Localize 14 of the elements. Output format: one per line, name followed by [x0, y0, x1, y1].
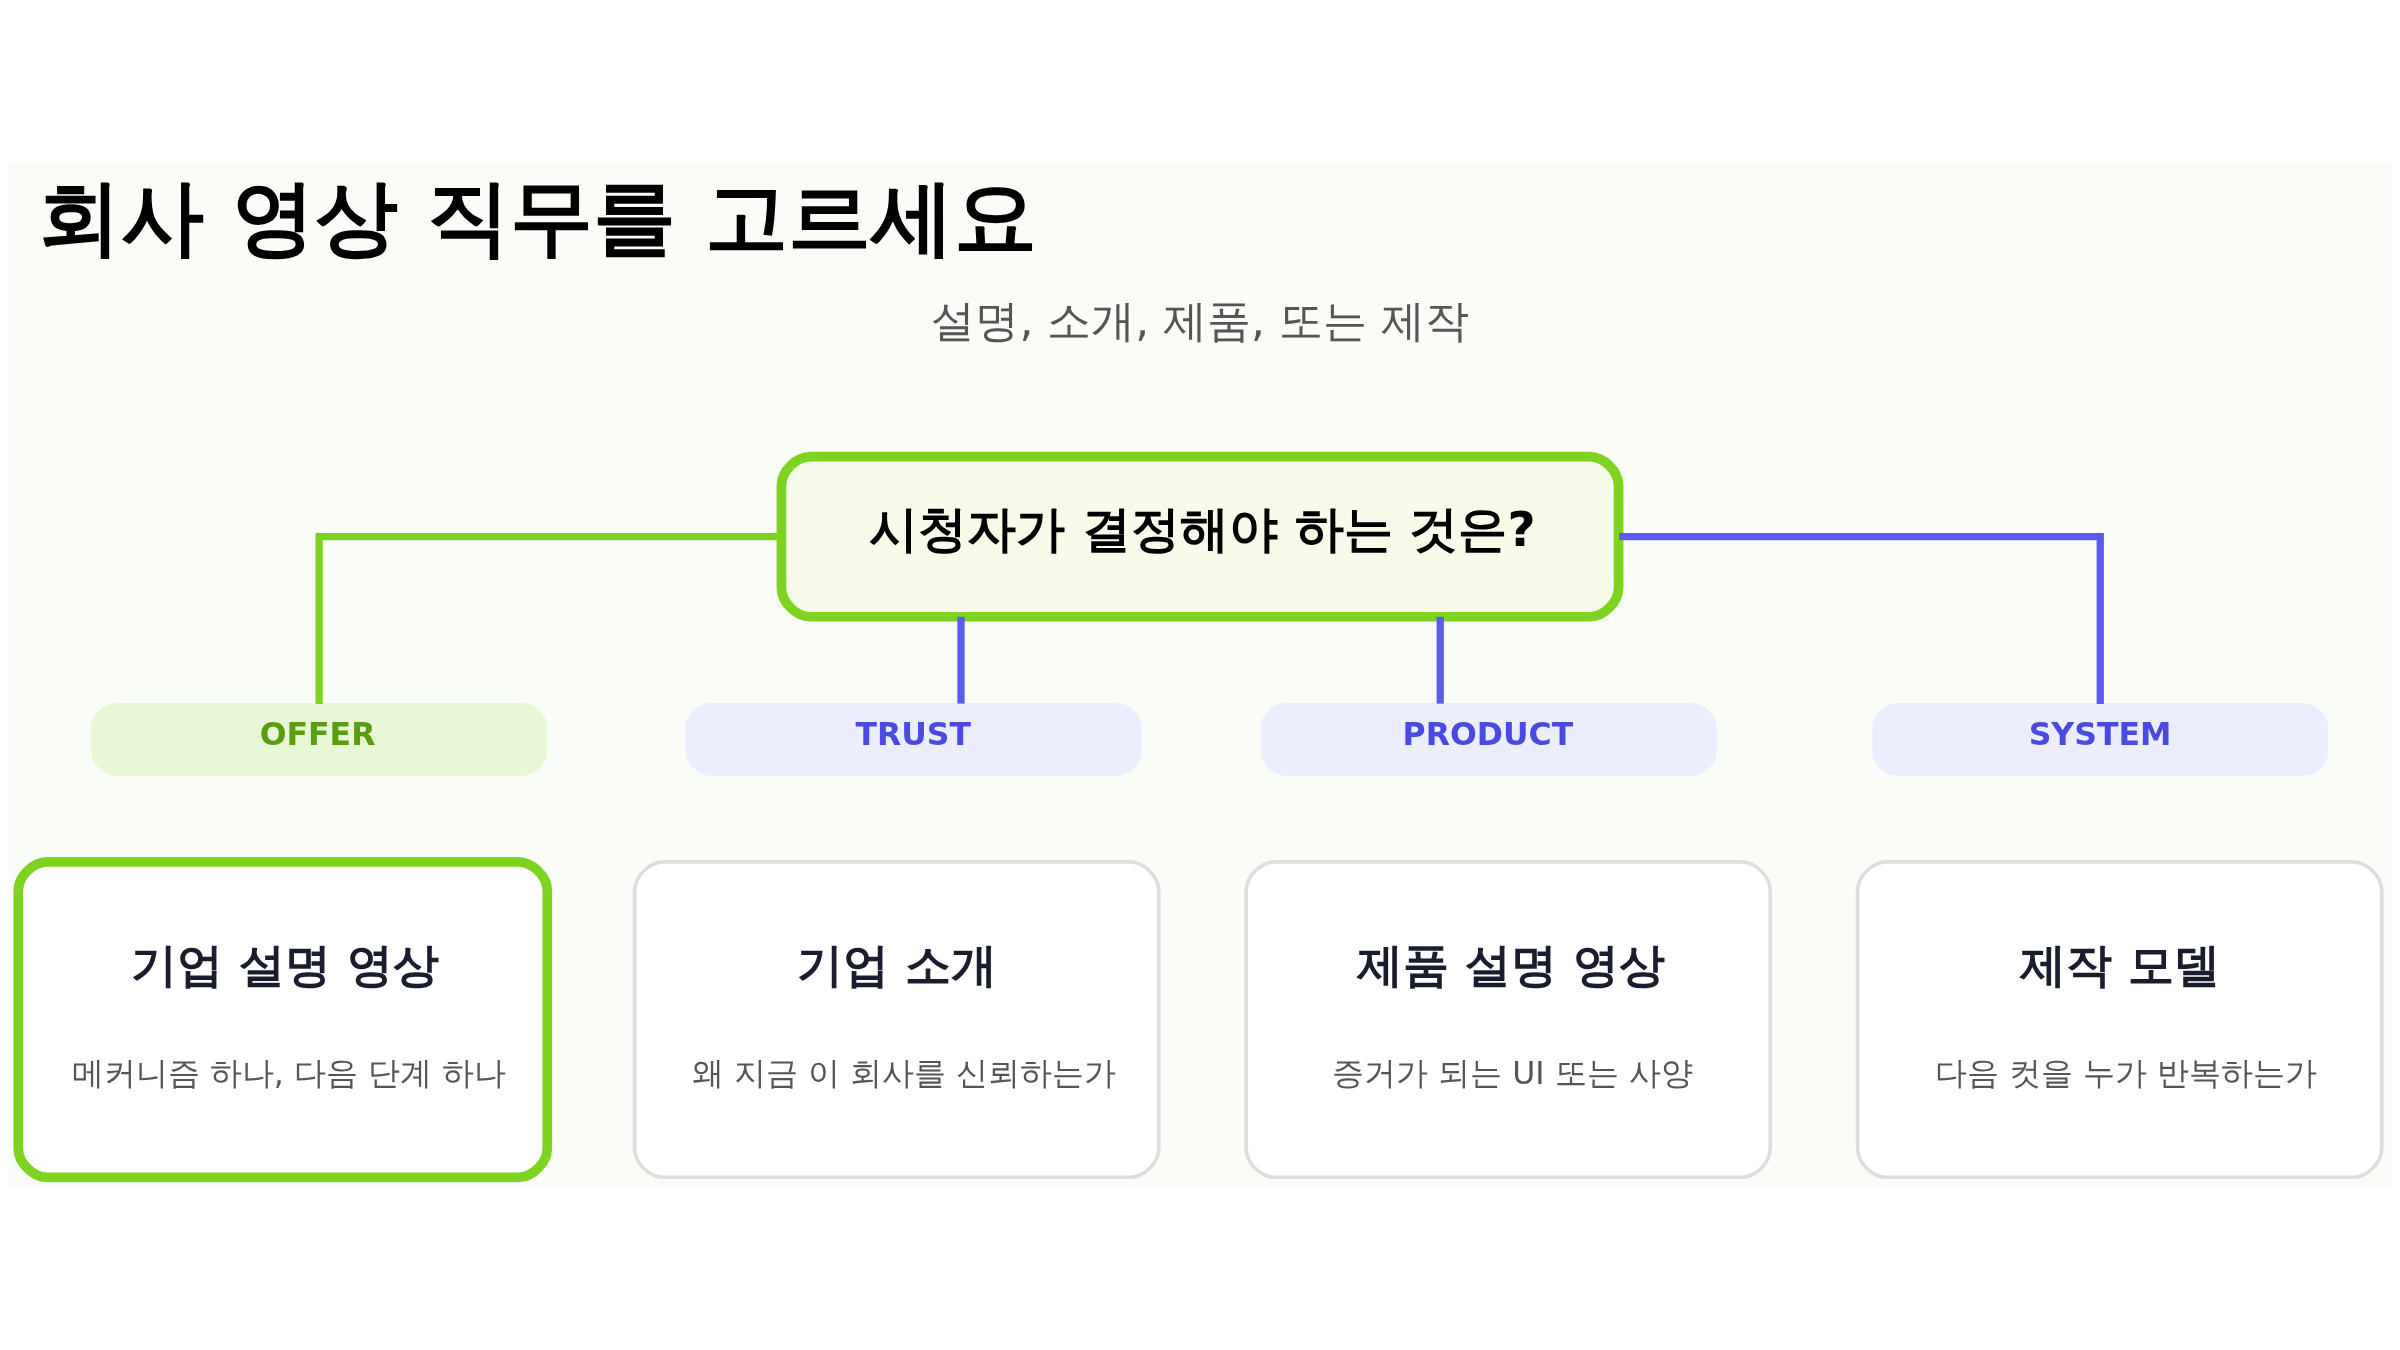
- connector: [1436, 616, 1444, 704]
- node-box: 시청자가 결정해야 하는 것은?: [776, 451, 1624, 622]
- node-box: 기업 소개 왜 지금 이 회사를 신뢰하는가: [632, 860, 1161, 1180]
- connector: [957, 616, 965, 704]
- label: 설명, 소개, 제품, 또는 제작: [931, 295, 1469, 347]
- node-box: 제작 모델 다음 컷을 누가 반복하는가: [1855, 860, 2384, 1180]
- diagram-title: 회사 영상 직무를 고르세요: [37, 168, 1037, 265]
- node-box: OFFER: [91, 702, 548, 776]
- node-box: 제품 설명 영상 증거가 되는 UI 또는 사양: [1244, 860, 1773, 1180]
- node-box: SYSTEM: [1872, 702, 2329, 776]
- node-box: TRUST: [685, 702, 1142, 776]
- node-box: 기업 설명 영상 메커니즘 하나, 다음 단계 하나: [13, 857, 553, 1183]
- connector: [1619, 533, 2104, 704]
- node-box: PRODUCT: [1260, 702, 1717, 776]
